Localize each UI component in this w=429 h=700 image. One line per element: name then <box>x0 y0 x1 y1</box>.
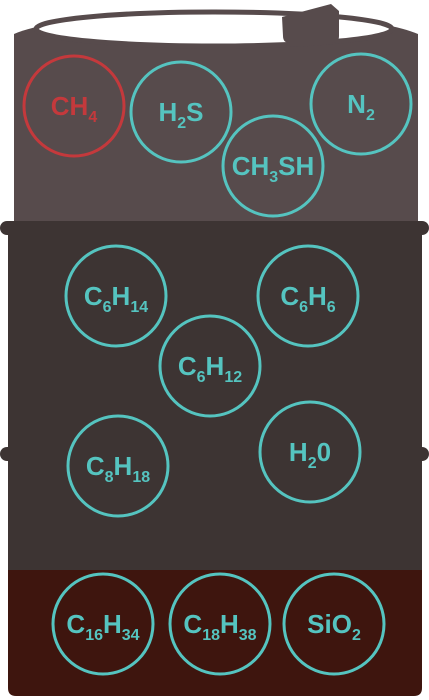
molecule-ch4: CH4 <box>22 54 126 158</box>
formula-symbol: H <box>114 451 133 481</box>
molecule-circle <box>309 52 413 156</box>
formula-subscript: 14 <box>130 299 148 316</box>
molecule-c6h12: C6H12 <box>158 314 262 418</box>
molecule-circle <box>221 114 325 218</box>
formula-symbol: C <box>183 609 202 639</box>
barrel-bottom-zone <box>8 570 422 696</box>
barrel-rim-upper <box>0 221 429 235</box>
molecule-formula: C18H38 <box>183 609 256 644</box>
formula-symbol: S <box>186 97 203 127</box>
barrel-rim-lower <box>0 447 429 461</box>
molecule-formula: SiO2 <box>307 609 361 644</box>
molecule-formula: CH4 <box>51 91 98 126</box>
formula-subscript: 2 <box>177 115 186 132</box>
formula-subscript: 2 <box>352 627 361 644</box>
molecule-h2s: H2S <box>129 60 233 164</box>
molecule-formula: N2 <box>347 89 375 124</box>
formula-subscript: 6 <box>299 299 308 316</box>
formula-subscript: 18 <box>202 627 220 644</box>
formula-subscript: 2 <box>308 455 317 472</box>
molecule-circle <box>66 414 170 518</box>
formula-symbol: H <box>308 281 327 311</box>
barrel-lid-tab <box>282 4 339 43</box>
molecule-formula: H2S <box>158 97 203 132</box>
molecule-formula: H20 <box>289 437 331 472</box>
formula-subscript: 2 <box>366 107 375 124</box>
formula-subscript: 8 <box>105 469 114 486</box>
formula-symbol: 0 <box>317 437 331 467</box>
formula-symbol: SiO <box>307 609 352 639</box>
barrel-middle-zone <box>8 225 422 570</box>
molecule-circle <box>158 314 262 418</box>
formula-subscript: 12 <box>224 369 242 386</box>
formula-subscript: 38 <box>239 627 257 644</box>
molecule-c16h34: C16H34 <box>51 572 155 676</box>
molecule-circle <box>22 54 126 158</box>
formula-subscript: 4 <box>88 109 97 126</box>
molecule-formula: C6H12 <box>178 351 242 386</box>
barrel-top-zone <box>14 12 418 225</box>
formula-subscript: 6 <box>327 299 336 316</box>
formula-symbol: C <box>84 281 103 311</box>
molecule-c18h38: C18H38 <box>168 572 272 676</box>
formula-symbol: H <box>103 609 122 639</box>
molecule-c8h18: C8H18 <box>66 414 170 518</box>
formula-symbol: H <box>220 609 239 639</box>
molecule-circle <box>258 400 362 504</box>
molecule-h2o: H20 <box>258 400 362 504</box>
molecule-circle <box>168 572 272 676</box>
formula-symbol: N <box>347 89 366 119</box>
formula-symbol: C <box>178 351 197 381</box>
barrel <box>0 4 429 696</box>
molecule-circle <box>129 60 233 164</box>
formula-subscript: 6 <box>197 369 206 386</box>
formula-symbol: H <box>112 281 131 311</box>
formula-symbol: H <box>158 97 177 127</box>
molecule-n2: N2 <box>309 52 413 156</box>
molecule-formula: C8H18 <box>86 451 150 486</box>
formula-symbol: C <box>66 609 85 639</box>
molecule-formula: C6H6 <box>280 281 335 316</box>
molecule-sio2: SiO2 <box>282 572 386 676</box>
formula-symbol: H <box>206 351 225 381</box>
molecule-ch3sh: CH3SH <box>221 114 325 218</box>
formula-symbol: C <box>86 451 105 481</box>
formula-subscript: 18 <box>132 469 150 486</box>
formula-symbol: H <box>289 437 308 467</box>
molecule-circle <box>282 572 386 676</box>
molecule-circle <box>51 572 155 676</box>
formula-subscript: 16 <box>85 627 103 644</box>
molecule-formula: C6H14 <box>84 281 148 316</box>
formula-subscript: 3 <box>269 169 278 186</box>
formula-subscript: 34 <box>122 627 140 644</box>
formula-symbol: C <box>280 281 299 311</box>
molecule-c6h6: C6H6 <box>256 244 360 348</box>
formula-symbol: CH <box>51 91 89 121</box>
formula-symbol: SH <box>278 151 314 181</box>
molecule-formula: C16H34 <box>66 609 139 644</box>
formula-subscript: 6 <box>103 299 112 316</box>
molecule-circle <box>256 244 360 348</box>
formula-symbol: CH <box>232 151 270 181</box>
molecule-c6h14: C6H14 <box>64 244 168 348</box>
molecule-formula: CH3SH <box>232 151 315 186</box>
molecule-circle <box>64 244 168 348</box>
